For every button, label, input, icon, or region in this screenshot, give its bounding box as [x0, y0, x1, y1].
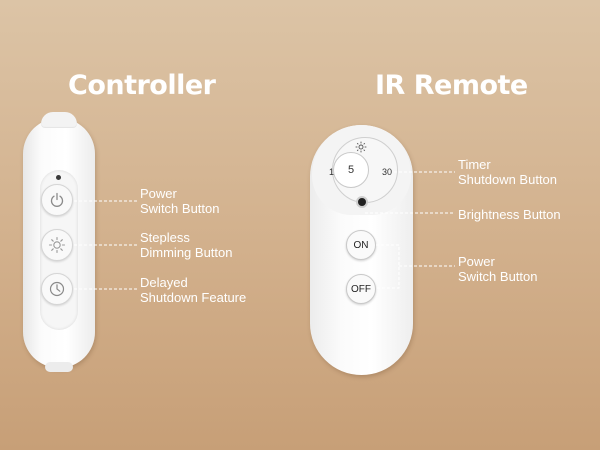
callout-dimming: Stepless Dimming Button [140, 230, 232, 260]
on-button[interactable]: ON [346, 230, 376, 260]
callout-timer: Delayed Shutdown Feature [140, 275, 246, 305]
callout-remote-timer-line1: Timer [458, 157, 491, 172]
remote-brightness-up-icon[interactable] [355, 140, 367, 158]
callout-remote-timer: Timer Shutdown Button [458, 157, 557, 187]
timer-5-label: 5 [347, 164, 355, 176]
power-button[interactable] [41, 184, 73, 216]
controller-title: Controller [68, 70, 216, 101]
callout-power-line2: Switch Button [140, 201, 220, 216]
indicator-led [56, 175, 61, 180]
clock-icon [48, 280, 66, 298]
timer-button[interactable] [41, 273, 73, 305]
off-button[interactable]: OFF [346, 274, 376, 304]
callout-dimming-line2: Dimming Button [140, 245, 233, 260]
off-button-label: OFF [351, 283, 371, 295]
timer-5-button[interactable]: 5 [333, 152, 369, 188]
callout-remote-power: Power Switch Button [458, 254, 538, 284]
callout-timer-line1: Delayed [140, 275, 188, 290]
on-button-label: ON [353, 239, 369, 251]
controller-foot [45, 362, 73, 372]
callout-power: Power Switch Button [140, 186, 220, 216]
power-icon [49, 192, 65, 208]
callout-remote-timer-line2: Shutdown Button [458, 172, 558, 187]
ir-remote-title: IR Remote [375, 70, 528, 101]
sun-icon [48, 236, 66, 254]
callout-power-line1: Power [140, 186, 177, 201]
remote-power-bracket [376, 244, 400, 289]
dimming-button[interactable] [41, 229, 73, 261]
callout-timer-line2: Shutdown Feature [140, 290, 247, 305]
controller-device [23, 112, 95, 372]
callout-dimming-line1: Stepless [140, 230, 190, 245]
timer-30-button[interactable]: 30 [382, 167, 393, 177]
controller-cap [41, 112, 77, 128]
callout-remote-power-line1: Power [458, 254, 495, 269]
callout-remote-brightness: Brightness Button [458, 207, 561, 222]
callout-remote-power-line2: Switch Button [458, 269, 538, 284]
brightness-button[interactable] [356, 196, 368, 208]
